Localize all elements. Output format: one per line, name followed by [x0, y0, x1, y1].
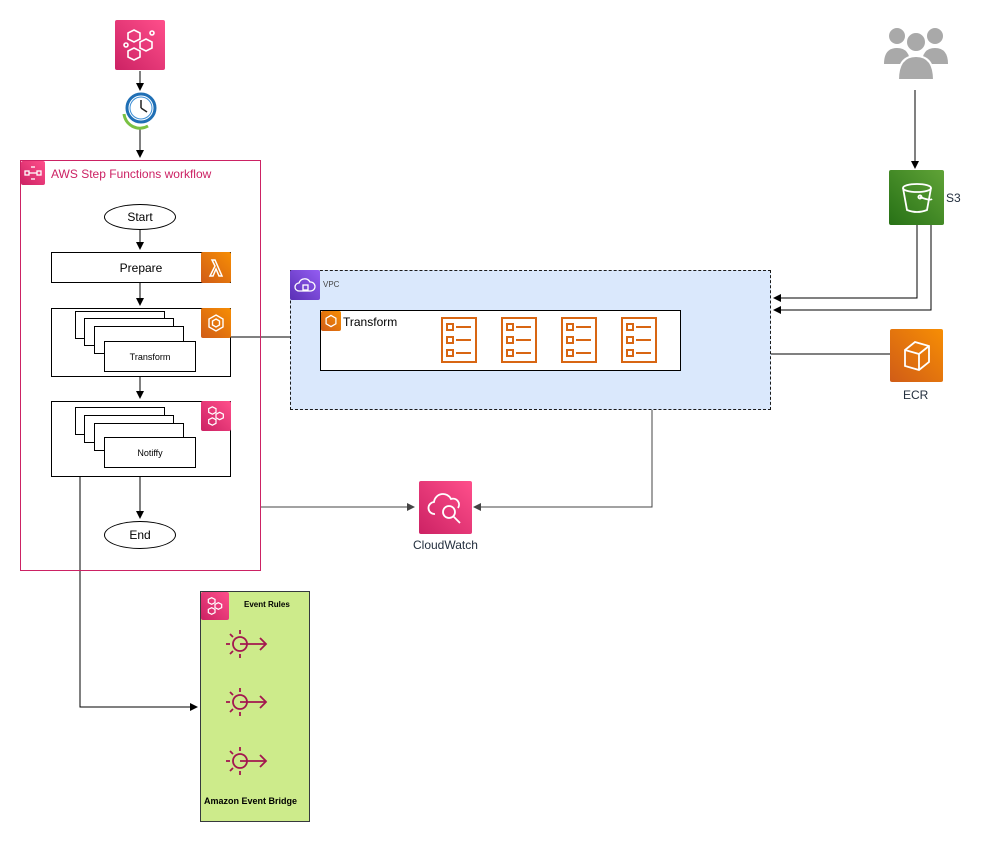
- container-task-icon: [560, 316, 598, 369]
- eventbridge-footer: Amazon Event Bridge: [204, 796, 298, 806]
- eventbridge-panel-icon: [201, 592, 229, 620]
- ecs-transform-label: Transform: [343, 315, 398, 329]
- vpc-icon: [290, 270, 320, 300]
- notify-step-label: Notiffy: [137, 447, 163, 458]
- container-task-icon: [500, 316, 538, 369]
- ecs-task-icon: [321, 311, 341, 331]
- transform-step: Transform: [104, 341, 196, 372]
- workflow-title: AWS Step Functions workflow: [51, 167, 212, 181]
- prepare-label: Prepare: [119, 260, 163, 275]
- stepfunctions-icon: [21, 161, 45, 185]
- eventbridge-panel: [200, 591, 310, 822]
- event-rule-icon: [222, 684, 270, 725]
- stepfunctions-workflow-frame: [20, 160, 261, 571]
- event-rules-title: Event Rules: [244, 600, 290, 609]
- start-node: Start: [104, 204, 176, 230]
- cloudwatch-label: CloudWatch: [413, 538, 478, 552]
- container-task-icon: [620, 316, 658, 369]
- clock-icon: [118, 90, 162, 130]
- eventbridge-icon: [115, 20, 165, 70]
- ecs-icon: [201, 308, 231, 338]
- vpc-label: VPC: [323, 280, 340, 289]
- ecr-icon: [890, 329, 943, 382]
- end-node: End: [104, 521, 176, 549]
- ecr-label: ECR: [903, 388, 929, 402]
- eventbridge-small-icon: [201, 401, 231, 431]
- notify-step: Notiffy: [104, 437, 196, 468]
- users-icon: [884, 20, 948, 91]
- container-task-icon: [440, 316, 478, 369]
- cloudwatch-icon: [419, 481, 472, 534]
- event-rule-icon: [222, 743, 270, 784]
- s3-bucket-icon: [889, 170, 944, 225]
- s3-label: S3: [946, 191, 961, 205]
- lambda-icon: [201, 252, 231, 283]
- event-rule-icon: [222, 626, 270, 667]
- ecs-transform-box: [320, 310, 681, 371]
- transform-step-label: Transform: [129, 351, 171, 362]
